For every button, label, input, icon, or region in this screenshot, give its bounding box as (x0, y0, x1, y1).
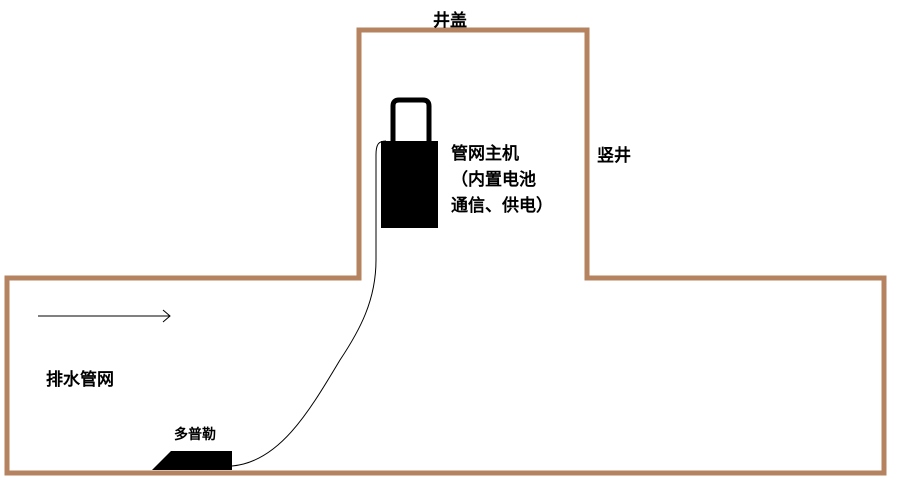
flow-arrow-icon (38, 309, 171, 323)
cable-icon (231, 140, 387, 467)
manhole-cover-label: 井盖 (433, 11, 467, 31)
doppler-label: 多普勒 (174, 427, 216, 443)
host-label: 管网主机 （内置电池 通信、供电） (451, 141, 553, 219)
host-label-line2: （内置电池 (451, 170, 536, 190)
host-label-line3: 通信、供电） (451, 196, 553, 216)
vertical-shaft-label: 竖井 (597, 146, 631, 166)
doppler-sensor-icon (152, 451, 232, 470)
pipe-and-shaft-outline (4, 27, 887, 476)
drainage-network-label: 排水管网 (46, 370, 114, 390)
host-device-icon (381, 97, 438, 228)
host-label-line1: 管网主机 (451, 144, 519, 164)
